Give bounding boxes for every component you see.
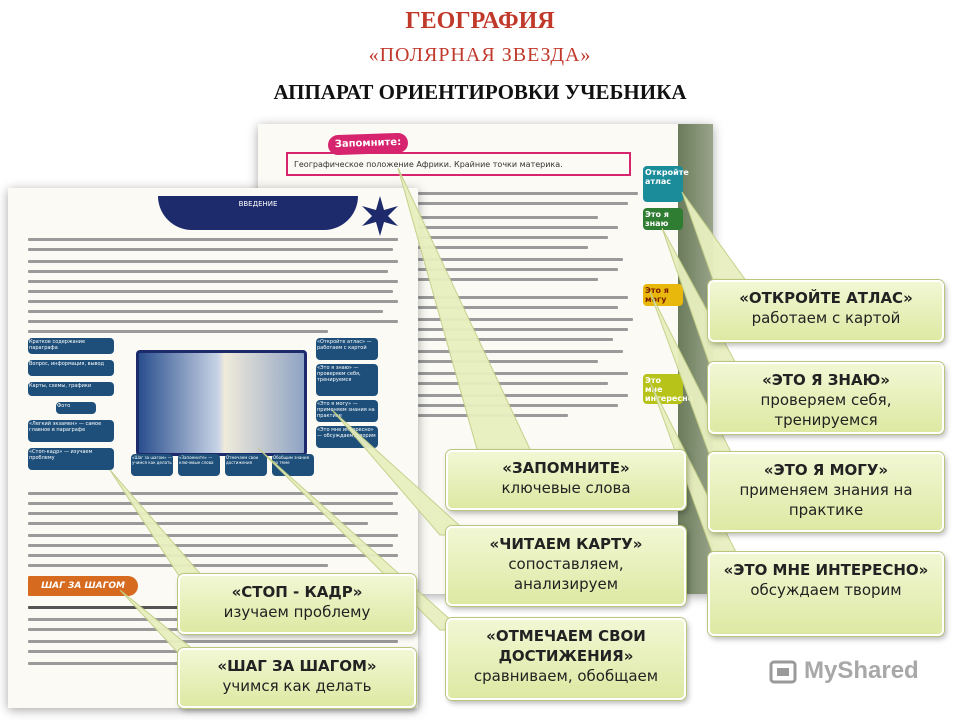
callout-stop-frame: «СТОП - КАДР» изучаем проблему [178,574,416,634]
scheme-bottom-2: «Запомните» — ключевые слова [178,454,220,476]
callout-remember-heading: «ЗАПОМНИТЕ» [502,459,630,477]
callout-i-can-text: применяем знания на практике [739,481,913,519]
scheme-bottom-1: «Шаг за шагом» — учимся как делать [131,454,173,476]
scheme-left-6: «Стоп-кадр» — изучаем проблему [28,448,114,470]
callout-stop-frame-heading: «СТОП - КАДР» [231,583,363,601]
callout-achievements: «ОТМЕЧАЕМ СВОИ ДОСТИЖЕНИЯ» сравниваем, о… [446,618,686,700]
scheme-left-4: Фото [56,402,96,414]
scheme-left-2: Вопрос, информация, вывод [28,360,114,376]
callout-i-can-heading: «ЭТО Я МОГУ» [763,461,889,479]
scheme-book-image [136,350,307,456]
scheme-diagram: Краткое содержание параграфа Вопрос, инф… [26,336,406,476]
callout-interesting-text: обсуждаем творим [750,581,902,599]
callout-open-atlas-heading: «ОТКРОЙТЕ АТЛАС» [739,289,913,307]
tag-can: Это я могу [643,284,683,306]
callout-interesting-heading: «ЭТО МНЕ ИНТЕРЕСНО» [723,561,929,579]
callout-i-know: «ЭТО Я ЗНАЮ» проверяем себя, тренируемся [708,362,944,434]
callout-read-map-text: сопоставляем, анализируем [508,555,624,593]
step-banner: ШАГ ЗА ШАГОМ [28,576,138,596]
star-icon [362,196,398,236]
scheme-right-4: «Это мне интересно» — обсуждаем, творим [316,426,378,448]
callout-step-by-step-heading: «ШАГ ЗА ШАГОМ» [217,657,377,675]
callout-interesting: «ЭТО МНЕ ИНТЕРЕСНО» обсуждаем творим [708,552,944,636]
scheme-right-2: «Это я знаю» — проверяем себя, тренируем… [316,364,378,396]
watermark-text: MyShared [804,657,919,684]
callout-step-by-step-text: учимся как делать [222,677,372,695]
tag-atlas: Откройте атлас [643,166,689,202]
callout-achievements-heading: «ОТМЕЧАЕМ СВОИ ДОСТИЖЕНИЯ» [486,627,646,665]
callout-remember: «ЗАПОМНИТЕ» ключевые слова [446,450,686,510]
callout-remember-text: ключевые слова [501,479,631,497]
callout-i-know-text: проверяем себя, тренируемся [760,391,892,429]
scheme-bottom-3: Отмечаем свои достижения [225,454,267,476]
callout-i-can: «ЭТО Я МОГУ» применяем знания на практик… [708,452,944,532]
callout-read-map: «ЧИТАЕМ КАРТУ» сопоставляем, анализируем [446,526,686,606]
callout-achievements-text: сравниваем, обобщаем [473,667,659,685]
scheme-left-3: Карты, схемы, графики [28,382,114,396]
title-series: «ПОЛЯРНАЯ ЗВЕЗДА» [368,44,592,66]
callout-step-by-step: «ШАГ ЗА ШАГОМ» учимся как делать [178,648,416,708]
tag-interest: Это мне интересно [643,374,694,404]
scheme-right-3: «Это я могу» — применяем знания на практ… [316,400,378,422]
scheme-left-5: «Легкий экзамен» — самое главное в параг… [28,420,114,442]
watermark-logo-icon [769,660,797,684]
callout-i-know-heading: «ЭТО Я ЗНАЮ» [762,371,890,389]
title-heading: АППАРАТ ОРИЕНТИРОВКИ УЧЕБНИКА [273,80,687,104]
intro-ribbon [158,196,358,230]
remember-box: Географическое положение Африки. Крайние… [286,152,631,176]
callout-read-map-heading: «ЧИТАЕМ КАРТУ» [489,535,643,553]
title-subject: ГЕОГРАФИЯ [405,8,555,34]
scheme-right-1: «Откройте атлас» — работаем с картой [316,338,378,360]
watermark: MyShared [768,655,938,691]
scheme-left-1: Краткое содержание параграфа [28,338,114,354]
tag-know: Это я знаю [643,208,683,230]
scheme-bottom-4: Обобщим знания по теме [272,454,314,476]
callout-open-atlas: «ОТКРОЙТЕ АТЛАС» работаем с картой [708,280,944,342]
callout-stop-frame-text: изучаем проблему [223,603,371,621]
intro-label: ВВЕДЕНИЕ [238,200,278,208]
callout-open-atlas-text: работаем с картой [751,309,901,327]
